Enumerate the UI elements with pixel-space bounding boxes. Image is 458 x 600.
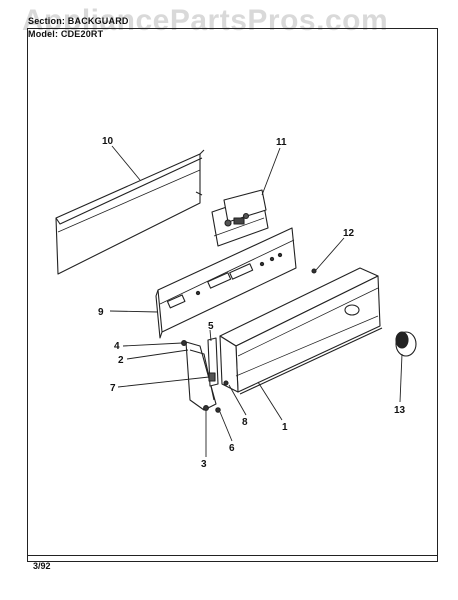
callout-7: 7 (110, 383, 116, 394)
part-3-screw (203, 405, 209, 411)
model-label: Model: CDE20RT (28, 29, 104, 39)
footer-divider (27, 555, 438, 556)
part-8-screw (223, 380, 229, 386)
callout-9: 9 (98, 307, 104, 318)
callout-10: 10 (102, 136, 114, 147)
part-9-control-panel (155, 227, 297, 339)
part-4-screw (181, 340, 187, 346)
revision-date: 3/92 (33, 561, 51, 571)
diagram-frame (27, 28, 438, 562)
callout-12: 12 (343, 228, 355, 239)
part-6-screw (215, 407, 221, 413)
section-title: Section: BACKGUARD (28, 16, 129, 26)
part-12-screw (311, 268, 317, 274)
part-1-housing (219, 267, 383, 395)
callout-3: 3 (201, 459, 207, 470)
callout-6: 6 (229, 443, 235, 454)
callout-1: 1 (282, 422, 288, 433)
part-11-timer (211, 189, 269, 247)
part-13-knob (395, 331, 417, 357)
callout-4: 4 (114, 341, 120, 352)
callout-8: 8 (242, 417, 248, 428)
callout-5: 5 (208, 321, 214, 332)
callout-13: 13 (394, 405, 406, 416)
part-10-rear-panel (55, 149, 205, 275)
callout-11: 11 (276, 137, 287, 148)
callout-2: 2 (118, 355, 124, 366)
leader-lines (109, 145, 403, 457)
watermark: AppliancePartsPros.com (22, 4, 389, 37)
part-7-clip (208, 372, 216, 382)
